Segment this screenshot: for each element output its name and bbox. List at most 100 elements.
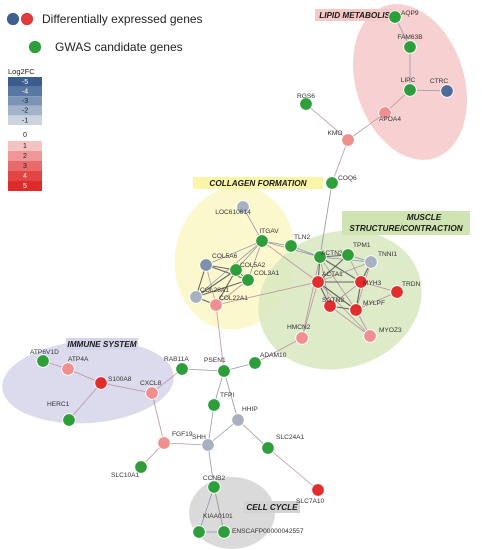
gene-node-hhip[interactable]: HHIP — [231, 406, 259, 427]
gene-node-actn3[interactable]: ACTN3 — [313, 250, 343, 264]
gene-node-kmo[interactable]: KMO — [327, 130, 355, 147]
log2fc-level-label: 3 — [23, 163, 27, 170]
gene-node-psen1[interactable]: PSEN1 — [204, 357, 231, 378]
gene-node-label: S100A8 — [108, 376, 132, 383]
gene-node-dot — [134, 460, 148, 474]
gene-node-col5a2[interactable]: COL5A2 — [229, 262, 266, 277]
gene-node-dot — [354, 275, 368, 289]
edge-tnni1-acta1 — [317, 261, 372, 283]
gene-node-cxcl8[interactable]: CXCL8 — [140, 380, 162, 400]
gene-node-acta1[interactable]: ACTA1 — [311, 271, 343, 289]
gene-node-label: TNNI1 — [378, 251, 397, 258]
gene-node-dot — [295, 331, 309, 345]
gene-node-adam10[interactable]: ADAM10 — [248, 352, 287, 370]
gene-node-enscafp[interactable]: ENSCAFP00000042557 — [217, 525, 304, 539]
gene-node-dot — [261, 441, 275, 455]
gene-node-label: RAB11A — [164, 356, 189, 363]
gene-node-s100a8[interactable]: S100A8 — [94, 376, 132, 390]
log2fc-swatch — [8, 86, 42, 97]
gene-node-hmcn2[interactable]: HMCN2 — [287, 324, 311, 345]
gene-node-dot — [241, 273, 255, 287]
gene-node-label: ACTA1 — [322, 271, 343, 278]
gene-node-apoa4[interactable]: APOA4 — [378, 106, 402, 123]
log2fc-swatch — [8, 161, 42, 171]
edge-itgav-acta1 — [261, 240, 319, 283]
gene-node-tln2[interactable]: TLN2 — [284, 234, 311, 253]
edge-actn3-mylpf — [319, 256, 357, 311]
gene-node-slc24a1[interactable]: SLC24A1 — [261, 434, 305, 455]
gene-node-sgtn2[interactable]: SGTN2 — [322, 297, 344, 313]
gene-node-dot — [311, 275, 325, 289]
gene-node-label: COL22A1 — [219, 295, 248, 302]
gene-node-dot — [311, 483, 325, 497]
gene-node-fam63b[interactable]: FAM63B — [397, 34, 423, 54]
edge-acta1-hmcn2 — [301, 281, 319, 339]
edge-s100a8-herc1 — [68, 382, 102, 421]
gene-node-herc1[interactable]: HERC1 — [47, 401, 76, 427]
gene-node-trdn[interactable]: TRDN — [390, 281, 421, 299]
gene-node-col3a1[interactable]: COL3A1 — [241, 270, 280, 287]
gene-node-mylpf[interactable]: MYLPF — [349, 300, 385, 317]
gene-node-tnni1[interactable]: TNNI1 — [364, 251, 398, 269]
gene-node-shh[interactable]: SHH — [192, 434, 215, 452]
edge-apoa4-kmo — [347, 112, 386, 141]
gene-node-slc10a1[interactable]: SLC10A1 — [111, 460, 148, 479]
gene-node-atp6v1d[interactable]: ATP6V1D — [30, 349, 59, 368]
gene-node-myh3[interactable]: MYH3 — [354, 275, 382, 289]
log2fc-swatch — [8, 181, 42, 191]
gene-node-label: SLC7A10 — [296, 498, 325, 505]
cluster-title-cellcycle-bg — [244, 501, 300, 513]
gene-node-dot — [192, 525, 206, 539]
gene-node-lipc[interactable]: LIPC — [401, 77, 417, 97]
gene-node-slc7a10[interactable]: SLC7A10 — [296, 483, 325, 505]
gene-node-fgf19[interactable]: FGF19 — [157, 431, 193, 450]
gene-node-col5a6[interactable]: COL5A6 — [199, 253, 238, 272]
legend-deg-red-dot — [20, 12, 34, 26]
gene-node-dot — [201, 438, 215, 452]
gene-node-col22a1[interactable]: COL22A1 — [209, 295, 249, 312]
gene-node-kiaa0101[interactable]: KIAA0101 — [192, 513, 233, 539]
legend-deg-label: Differentially expressed genes — [42, 12, 203, 26]
gene-node-dot — [217, 525, 231, 539]
gene-node-dot — [325, 176, 339, 190]
edge-itgav-col3a1 — [247, 240, 263, 281]
cluster-title-muscle-text: MUSCLE — [407, 213, 442, 222]
gene-node-dot — [284, 239, 298, 253]
gene-node-itgav[interactable]: ITGAV — [255, 228, 280, 248]
gene-node-ctrc[interactable]: CTRC — [430, 78, 454, 98]
gene-node-label: HMCN2 — [287, 324, 311, 331]
gene-node-label: HERC1 — [47, 401, 70, 408]
gene-node-coq6[interactable]: COQ6 — [325, 175, 357, 190]
gene-node-aqp9[interactable]: AQP9 — [388, 10, 419, 24]
gene-node-label: ACTN3 — [321, 250, 343, 257]
legend-gwas-dot — [28, 40, 42, 54]
gene-node-ccnb2[interactable]: CCNB2 — [203, 475, 226, 494]
gene-node-tpm1[interactable]: TPM1 — [341, 242, 371, 262]
gene-node-rab11a[interactable]: RAB11A — [164, 356, 189, 376]
gene-node-label: LIPC — [401, 77, 416, 84]
gene-node-col28a1[interactable]: COL28A1 — [189, 287, 230, 304]
log2fc-level-label: -2 — [22, 108, 28, 115]
gene-node-label: CXCL8 — [140, 380, 162, 387]
gene-node-rgs6[interactable]: RGS6 — [297, 93, 315, 111]
gene-node-dot — [388, 10, 402, 24]
edge-ccnb2-enscafp — [213, 486, 225, 533]
gene-node-dot — [94, 376, 108, 390]
log2fc-level-label: -4 — [22, 89, 28, 96]
gene-node-loc610614[interactable]: LOC610614 — [215, 200, 251, 216]
log2fc-swatch — [8, 77, 42, 87]
edge-col3a1-col28a1 — [195, 279, 249, 298]
gene-node-dot — [255, 234, 269, 248]
gene-node-myoz3[interactable]: MYOZ3 — [363, 327, 402, 343]
edge-coq6-actn3 — [319, 182, 333, 258]
cluster-title-lipid-bg — [315, 9, 401, 21]
cluster-title-muscle-bg — [342, 211, 470, 235]
gene-node-label: COL5A6 — [212, 253, 238, 260]
gene-node-dot — [157, 436, 171, 450]
gene-node-dot — [209, 298, 223, 312]
gene-node-atp4a[interactable]: ATP4A — [61, 356, 89, 376]
gene-node-label: COQ6 — [338, 175, 357, 182]
gene-node-tfpi[interactable]: TFPI — [207, 392, 235, 412]
